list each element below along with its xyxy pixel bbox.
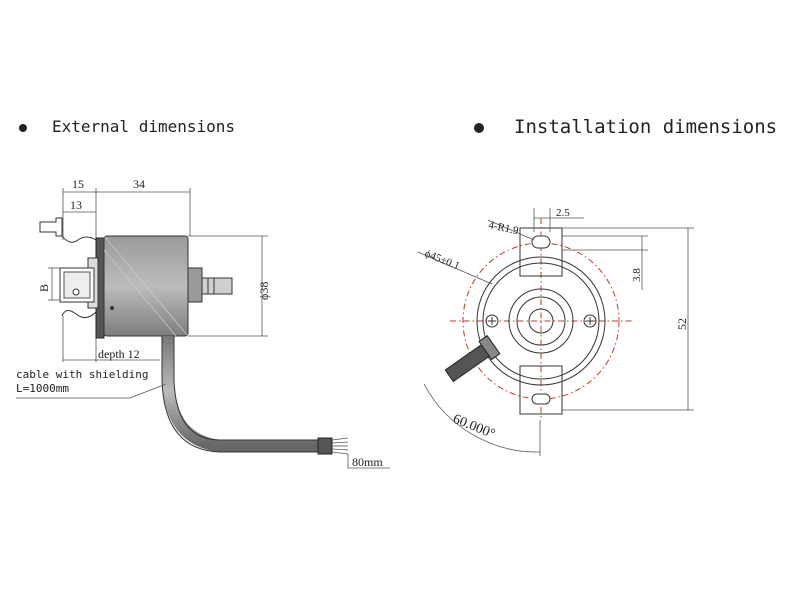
- depth-label: depth 12: [98, 347, 140, 361]
- dim-diameter-38-label: ϕ38: [257, 282, 271, 300]
- dim-radius-label: 4-R1.9: [487, 219, 520, 237]
- dim-80mm-label: 80mm: [352, 455, 383, 469]
- bullet-icon: [19, 124, 27, 132]
- angle-60-label: 60.000°: [451, 412, 498, 442]
- dim-34-label: 34: [133, 177, 145, 191]
- external-view: 15 34 13 B depth 12: [16, 177, 390, 469]
- dim-B-label: B: [37, 284, 51, 292]
- cable-label-line1: cable with shielding: [16, 368, 148, 381]
- installation-view: 4-R1.9 2.5 3.8 52 ϕ45±0.1 60.000°: [417, 207, 694, 456]
- dim-15-label: 15: [72, 177, 84, 191]
- external-dimensions-heading: External dimensions: [52, 117, 235, 136]
- dim-52-label: 52: [675, 318, 689, 330]
- dim-13-label: 13: [70, 198, 82, 212]
- dim-2-5-label: 2.5: [556, 207, 570, 219]
- cable-label-line2: L=1000mm: [16, 382, 69, 395]
- dim-3-8-label: 3.8: [631, 268, 643, 282]
- bullet-icon: [474, 123, 484, 133]
- installation-dimensions-heading: Installation dimensions: [514, 116, 777, 138]
- dim-diameter-45-label: ϕ45±0.1: [423, 248, 461, 273]
